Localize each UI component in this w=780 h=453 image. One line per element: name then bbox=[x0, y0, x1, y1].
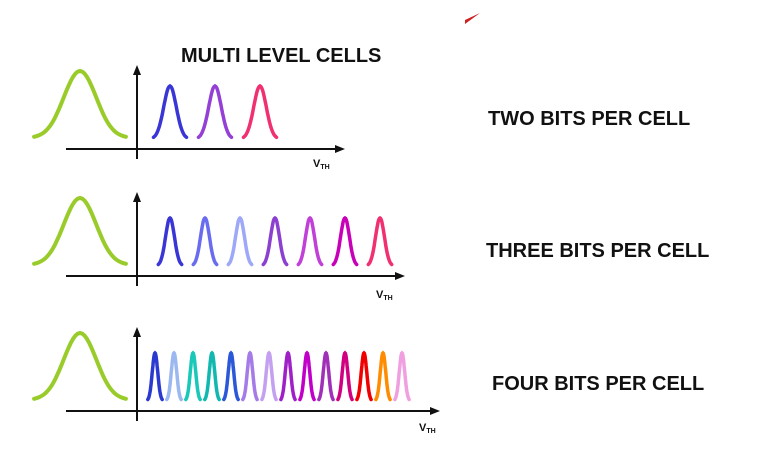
state-distribution-curve bbox=[191, 215, 219, 267]
state-distribution-curve bbox=[279, 350, 297, 402]
x-axis-arrow-icon bbox=[395, 272, 405, 280]
axis-label-vth-2: VTH bbox=[376, 289, 393, 302]
row-label-four-bits: FOUR BITS PER CELL bbox=[492, 373, 705, 395]
state-distribution-curve bbox=[260, 350, 278, 402]
state-distribution-curve bbox=[203, 350, 221, 402]
row-3 bbox=[32, 327, 440, 421]
erased-distribution-curve bbox=[32, 68, 128, 139]
state-distribution-curve bbox=[336, 350, 354, 402]
y-axis-arrow-icon bbox=[133, 65, 141, 75]
state-distribution-curve bbox=[317, 350, 335, 402]
state-distribution-curve bbox=[165, 350, 183, 402]
x-axis-arrow-icon bbox=[335, 145, 345, 153]
state-distribution-curve bbox=[151, 83, 189, 140]
state-distribution-curve bbox=[331, 215, 359, 267]
state-distribution-curve bbox=[261, 215, 289, 267]
state-distribution-curve bbox=[184, 350, 202, 402]
state-distribution-curve bbox=[374, 350, 392, 402]
y-axis-arrow-icon bbox=[133, 327, 141, 337]
state-distribution-curve bbox=[355, 350, 373, 402]
y-axis-arrow-icon bbox=[133, 192, 141, 202]
row-2 bbox=[32, 192, 405, 286]
state-distribution-curve bbox=[146, 350, 164, 402]
corner-mark-icon bbox=[465, 13, 480, 24]
state-distribution-curve bbox=[156, 215, 184, 267]
state-distribution-curve bbox=[366, 215, 394, 267]
axis-label-vth-1: VTH bbox=[313, 158, 330, 171]
state-distribution-curve bbox=[296, 215, 324, 267]
erased-distribution-curve bbox=[32, 330, 128, 401]
erased-distribution-curve bbox=[32, 195, 128, 266]
row-label-three-bits: THREE BITS PER CELL bbox=[486, 240, 710, 262]
state-distribution-curve bbox=[196, 83, 234, 140]
x-axis-arrow-icon bbox=[430, 407, 440, 415]
state-distribution-curve bbox=[298, 350, 316, 402]
state-distribution-curve bbox=[222, 350, 240, 402]
state-distribution-curve bbox=[241, 350, 259, 402]
diagram-title: MULTI LEVEL CELLS bbox=[181, 45, 382, 67]
state-distribution-curve bbox=[226, 215, 254, 267]
row-1 bbox=[32, 65, 345, 159]
rows-layer bbox=[32, 65, 440, 421]
axis-label-vth-3: VTH bbox=[419, 422, 436, 435]
state-distribution-curve bbox=[393, 350, 411, 402]
state-distribution-curve bbox=[241, 83, 279, 140]
row-label-two-bits: TWO BITS PER CELL bbox=[488, 108, 691, 130]
